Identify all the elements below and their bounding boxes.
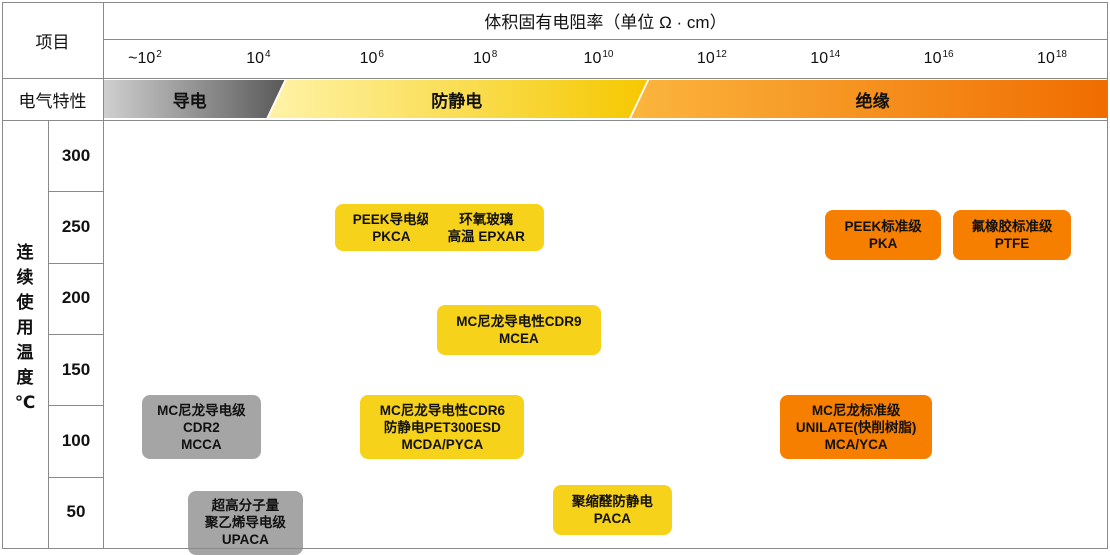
material-label: MC尼龙导电级 bbox=[157, 402, 246, 418]
material-label: MCA/YCA bbox=[824, 436, 888, 452]
band-label: 导电 bbox=[172, 91, 207, 111]
temp-axis-char: 使 bbox=[16, 293, 34, 312]
x-tick-label: 106 bbox=[359, 49, 384, 67]
temp-axis-char: 连 bbox=[16, 243, 34, 262]
material-label: 聚乙烯导电级 bbox=[204, 515, 286, 531]
grid-temp-row bbox=[48, 262, 103, 264]
band-1 bbox=[268, 80, 648, 118]
material-label: 环氧玻璃 bbox=[459, 211, 514, 227]
material-label: MC尼龙导电性CDR9 bbox=[456, 314, 582, 330]
grid-axis-title-bottom bbox=[103, 39, 1108, 40]
grid-left bbox=[2, 2, 3, 548]
temp-axis-char: 续 bbox=[16, 268, 34, 287]
band-2 bbox=[631, 80, 1107, 118]
material-label: PKCA bbox=[372, 228, 411, 244]
y-tick-label: 250 bbox=[61, 216, 91, 236]
property-header: 电气特性 bbox=[18, 91, 87, 111]
temp-axis-char: 用 bbox=[16, 318, 34, 337]
x-tick-label: 1012 bbox=[696, 49, 727, 67]
axis-title: 体积固有电阻率（单位 Ω · cm） bbox=[484, 13, 727, 32]
grid-temp-row bbox=[48, 476, 103, 478]
y-tick-label: 100 bbox=[61, 430, 91, 450]
temp-axis-char: 温 bbox=[16, 343, 34, 362]
band-label: 防静电 bbox=[431, 91, 483, 111]
material-label: 超高分子量 bbox=[211, 498, 280, 514]
material-label: MCEA bbox=[499, 331, 539, 347]
material-label: 防静电PET300ESD bbox=[383, 419, 501, 435]
temp-axis-label: 连续使用温度 ℃ bbox=[6, 240, 44, 415]
grid-band-bottom bbox=[2, 120, 1108, 121]
band-0 bbox=[104, 80, 285, 118]
material-label: 聚缩醛防静电 bbox=[571, 494, 653, 510]
y-tick-label: 150 bbox=[61, 359, 91, 379]
material-label: 高温 EPXAR bbox=[447, 228, 525, 244]
material-label: MCDA/PYCA bbox=[401, 436, 484, 452]
x-tick-label: ~102 bbox=[128, 49, 162, 67]
material-label: UNILATE(快削树脂) bbox=[795, 419, 917, 435]
material-label: PKA bbox=[868, 235, 898, 251]
material-label: PEEK标准级 bbox=[844, 218, 922, 234]
grid-top bbox=[2, 2, 1108, 3]
x-tick-label: 1014 bbox=[810, 49, 841, 67]
temp-axis-char: ℃ bbox=[14, 393, 36, 412]
grid-bottom bbox=[2, 548, 1108, 549]
x-tick-label: 1010 bbox=[583, 49, 614, 67]
item-header: 项目 bbox=[35, 32, 70, 52]
band-label: 绝缘 bbox=[855, 91, 890, 111]
material-label: PACA bbox=[593, 511, 632, 527]
x-tick-label: 108 bbox=[472, 49, 498, 67]
y-tick-label: 300 bbox=[61, 145, 91, 165]
material-label: PTFE bbox=[994, 235, 1030, 251]
material-label: MC尼龙导电性CDR6 bbox=[379, 402, 505, 418]
material-label: UPACA bbox=[221, 532, 269, 548]
grid-header-bottom bbox=[2, 78, 1108, 79]
material-box: 环氧玻璃高温 EPXAR bbox=[428, 204, 545, 251]
material-label: PEEK导电级 bbox=[352, 211, 430, 227]
y-tick-label: 50 bbox=[66, 502, 86, 522]
grid-right bbox=[1107, 2, 1108, 548]
grid-temp-row bbox=[48, 405, 103, 407]
material-label: 氟橡胶标准级 bbox=[971, 218, 1053, 234]
material-label: MC尼龙标准级 bbox=[811, 402, 901, 418]
material-label: CDR2 bbox=[183, 419, 220, 435]
x-tick-label: 104 bbox=[246, 49, 271, 67]
x-tick-label: 1018 bbox=[1037, 49, 1067, 67]
grid-temp-row bbox=[48, 191, 103, 193]
grid-label-col bbox=[103, 2, 104, 548]
grid-temp-row bbox=[48, 334, 103, 335]
y-tick-label: 200 bbox=[61, 288, 91, 308]
temp-axis-char: 度 bbox=[16, 368, 34, 387]
x-tick-label: 1016 bbox=[923, 49, 954, 67]
material-label: MCCA bbox=[181, 436, 222, 452]
